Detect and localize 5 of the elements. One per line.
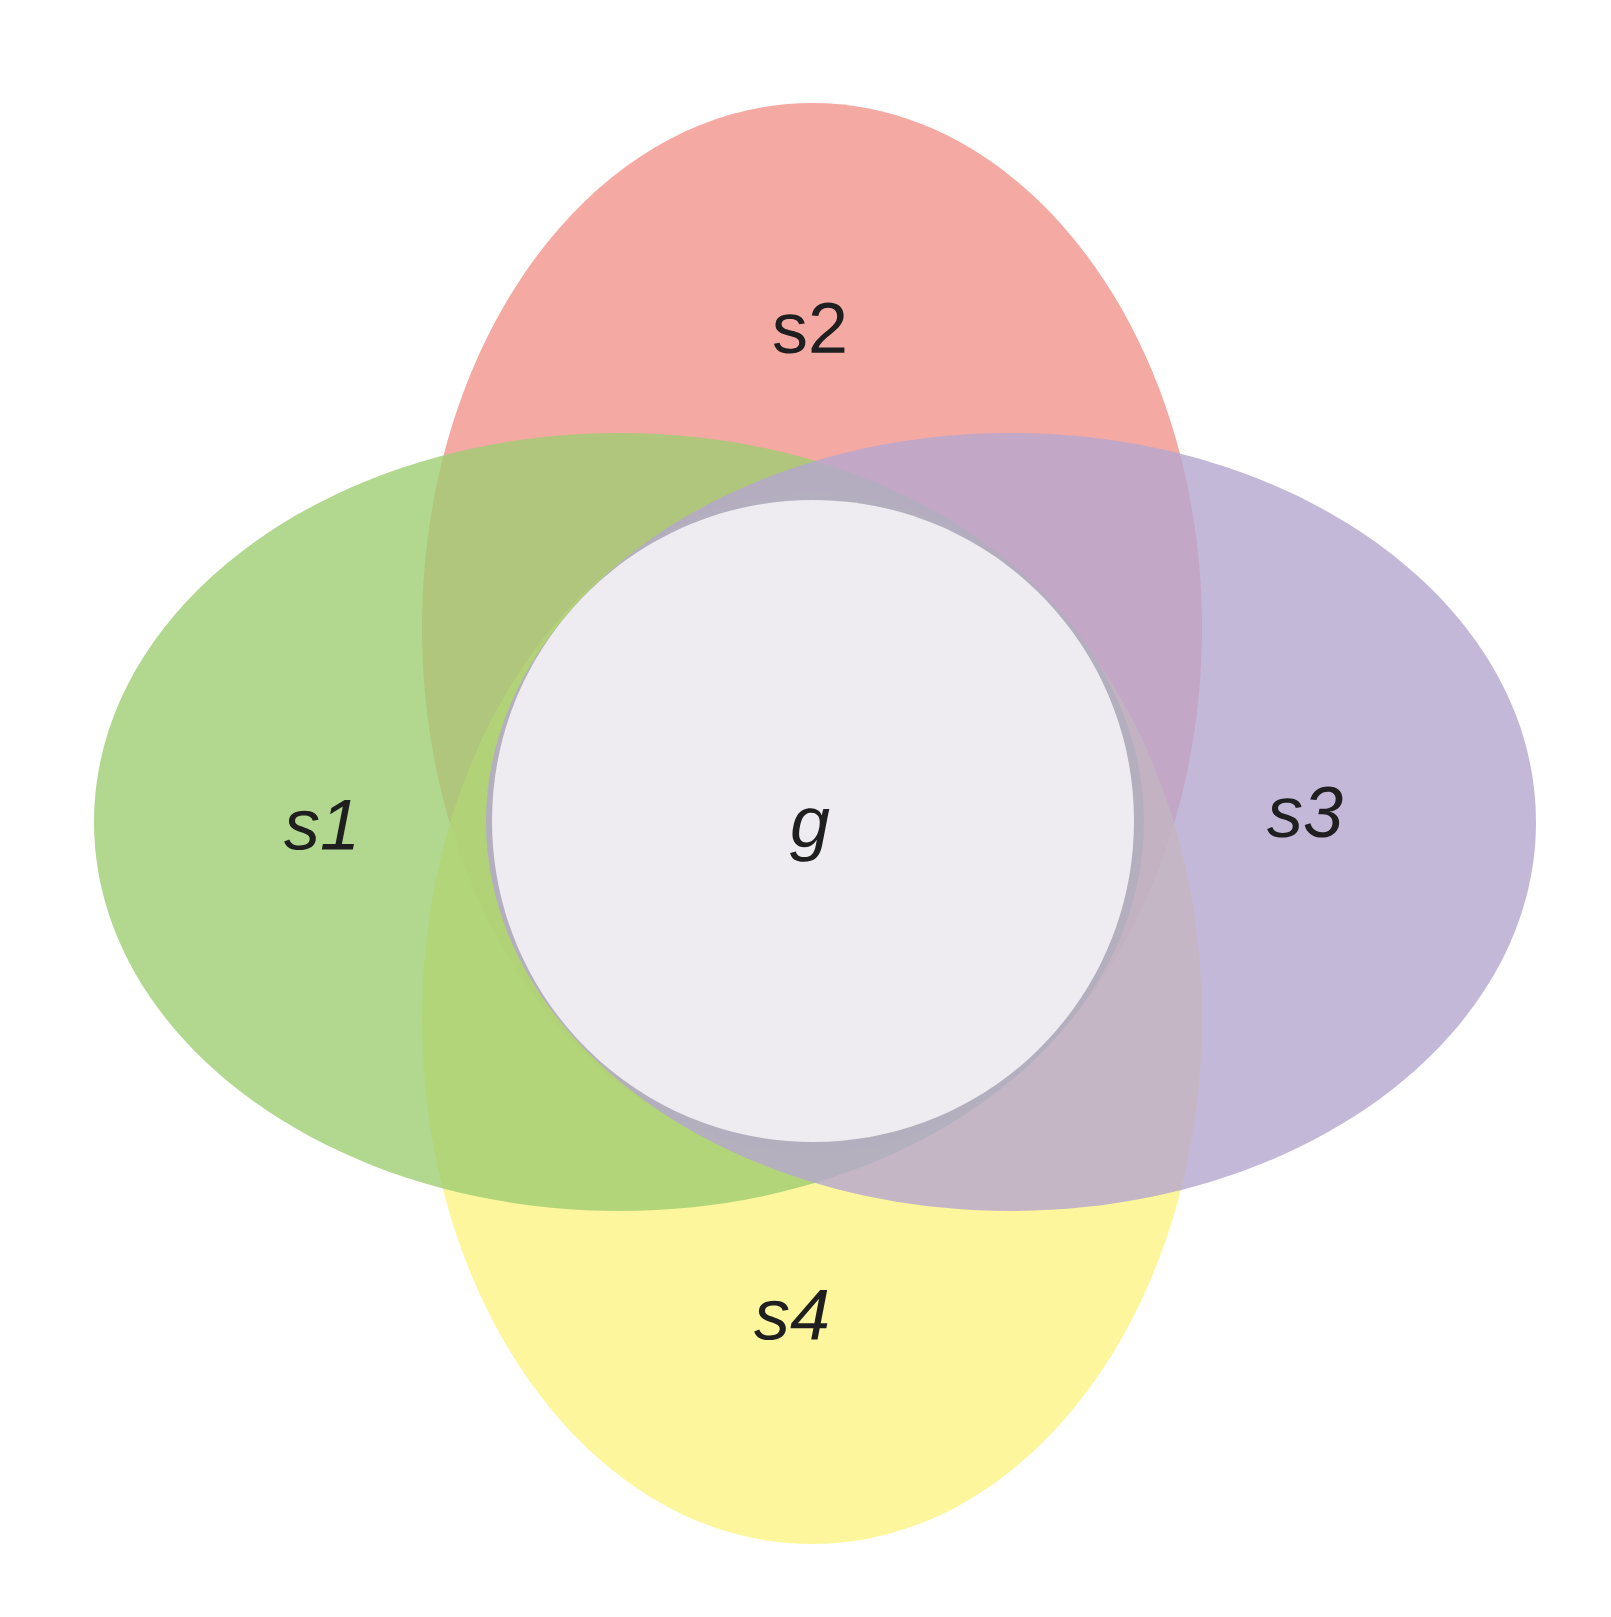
set-label: g <box>790 808 830 862</box>
set-label: s1 <box>284 799 354 851</box>
set-label: s2 <box>774 302 845 354</box>
set-label: s3 <box>1267 786 1343 838</box>
set-label: s4 <box>754 1289 828 1341</box>
